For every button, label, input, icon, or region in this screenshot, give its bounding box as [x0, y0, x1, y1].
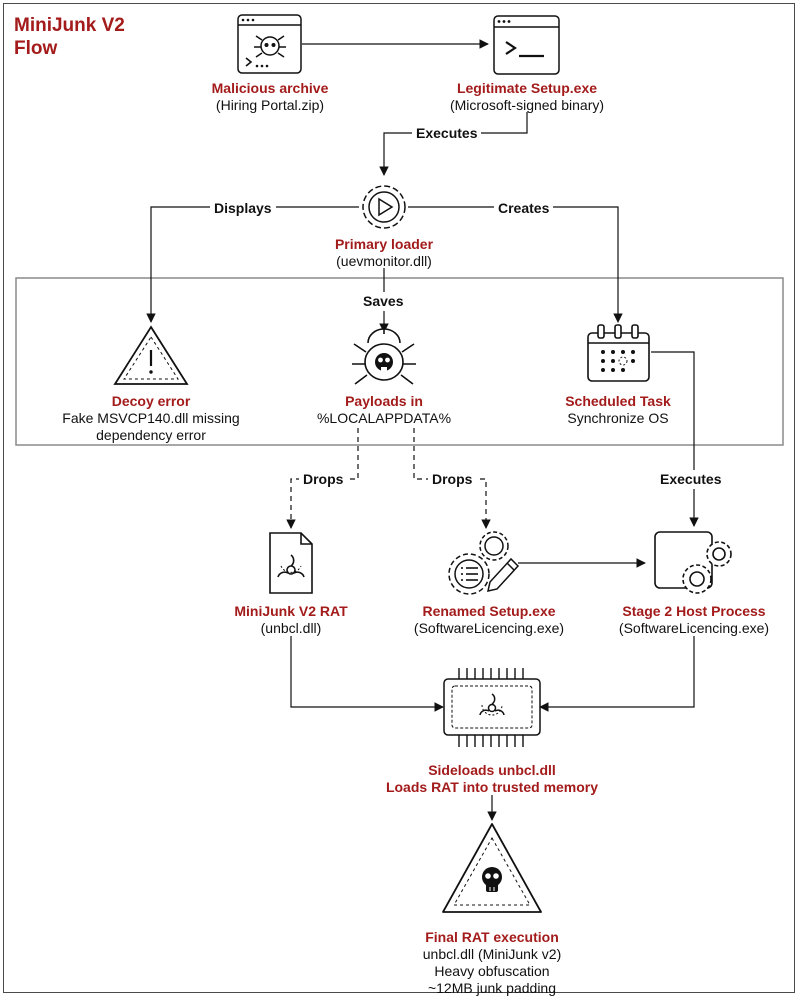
- edge-loader-to-task: [408, 206, 623, 323]
- calendar-icon: [587, 324, 650, 382]
- node-scheduled-task: Scheduled Task Synchronize OS: [528, 393, 708, 427]
- edge-payloads-to-renamed: [413, 428, 491, 529]
- edge-label-drops-renamed: Drops: [428, 470, 477, 489]
- node-title: Renamed Setup.exe: [422, 603, 556, 619]
- terminal-window-icon: [493, 15, 560, 75]
- node-detail: unbcl.dll (MiniJunk v2): [422, 946, 562, 962]
- node-title: Decoy error: [111, 393, 191, 409]
- play-gear-icon: [362, 185, 406, 229]
- node-detail: Fake MSVCP140.dll missing: [62, 410, 240, 426]
- gears-edit-icon: [448, 531, 520, 595]
- node-detail: (Hiring Portal.zip): [215, 97, 325, 113]
- edge-setup-to-loader: [379, 112, 528, 176]
- edge-rat-to-chip: [290, 636, 444, 712]
- skull-warning-icon: [442, 823, 542, 913]
- diagram-title-line1: MiniJunk V2: [14, 15, 125, 36]
- node-title: Scheduled Task: [565, 393, 671, 409]
- node-title: Sideloads unbcl.dll: [428, 762, 556, 778]
- skull-terminal-window-icon: [237, 14, 302, 74]
- node-detail: (unbcl.dll): [260, 620, 322, 636]
- node-detail: (Microsoft-signed binary): [449, 97, 605, 113]
- node-decoy-error: Decoy error Fake MSVCP140.dll missing de…: [40, 393, 262, 444]
- node-detail: Synchronize OS: [567, 410, 669, 426]
- edge-label-saves: Saves: [359, 292, 408, 311]
- diagram-title: MiniJunk V2 Flow: [14, 14, 214, 60]
- node-detail: Heavy obfuscation: [434, 963, 550, 979]
- skull-bug-icon: [352, 328, 416, 385]
- diagram-title-line2: Flow: [14, 38, 58, 59]
- node-detail: dependency error: [96, 427, 206, 443]
- node-title: Loads RAT into trusted memory: [385, 779, 599, 795]
- edge-label-executes-stage2: Executes: [656, 470, 726, 489]
- diagram-frame: [3, 3, 795, 993]
- node-detail: (SoftwareLicencing.exe): [413, 620, 565, 636]
- edge-label-drops-rat: Drops: [299, 470, 348, 489]
- biohazard-file-icon: [269, 532, 313, 594]
- node-title: MiniJunk V2 RAT: [234, 603, 348, 619]
- node-title: Primary loader: [334, 236, 434, 252]
- node-legitimate-setup: Legitimate Setup.exe (Microsoft-signed b…: [417, 80, 637, 114]
- node-stage2-host: Stage 2 Host Process (SoftwareLicencing.…: [594, 603, 794, 637]
- edge-label-displays: Displays: [210, 199, 276, 218]
- edge-stage2-to-chip: [539, 636, 695, 712]
- node-final-rat: Final RAT execution unbcl.dll (MiniJunk …: [392, 929, 592, 997]
- node-renamed-setup: Renamed Setup.exe (SoftwareLicencing.exe…: [389, 603, 589, 637]
- node-title: Payloads in: [345, 393, 423, 409]
- local-stage-group-box: [15, 277, 784, 446]
- node-title: Stage 2 Host Process: [622, 603, 766, 619]
- node-title: Final RAT execution: [425, 929, 559, 945]
- node-detail: %LOCALAPPDATA%: [316, 410, 452, 426]
- edge-loader-to-decoy: [146, 206, 359, 323]
- biohazard-chip-icon: [443, 668, 541, 747]
- edge-task-to-stage2: [651, 351, 699, 527]
- node-title: Malicious archive: [211, 80, 329, 96]
- node-detail: ~12MB junk padding: [427, 980, 557, 996]
- node-payloads: Payloads in %LOCALAPPDATA%: [294, 393, 474, 427]
- node-sideload: Sideloads unbcl.dll Loads RAT into trust…: [372, 762, 612, 796]
- node-detail: (SoftwareLicencing.exe): [618, 620, 770, 636]
- node-detail: (uevmonitor.dll): [336, 253, 432, 269]
- node-primary-loader: Primary loader (uevmonitor.dll): [294, 236, 474, 270]
- node-minijunk-rat: MiniJunk V2 RAT (unbcl.dll): [201, 603, 381, 637]
- window-gears-icon: [654, 531, 732, 594]
- edge-label-creates: Creates: [494, 199, 554, 218]
- edge-label-executes-setup: Executes: [412, 124, 482, 143]
- node-malicious-archive: Malicious archive (Hiring Portal.zip): [170, 80, 370, 114]
- warning-triangle-icon: [113, 325, 189, 385]
- node-title: Legitimate Setup.exe: [456, 80, 598, 96]
